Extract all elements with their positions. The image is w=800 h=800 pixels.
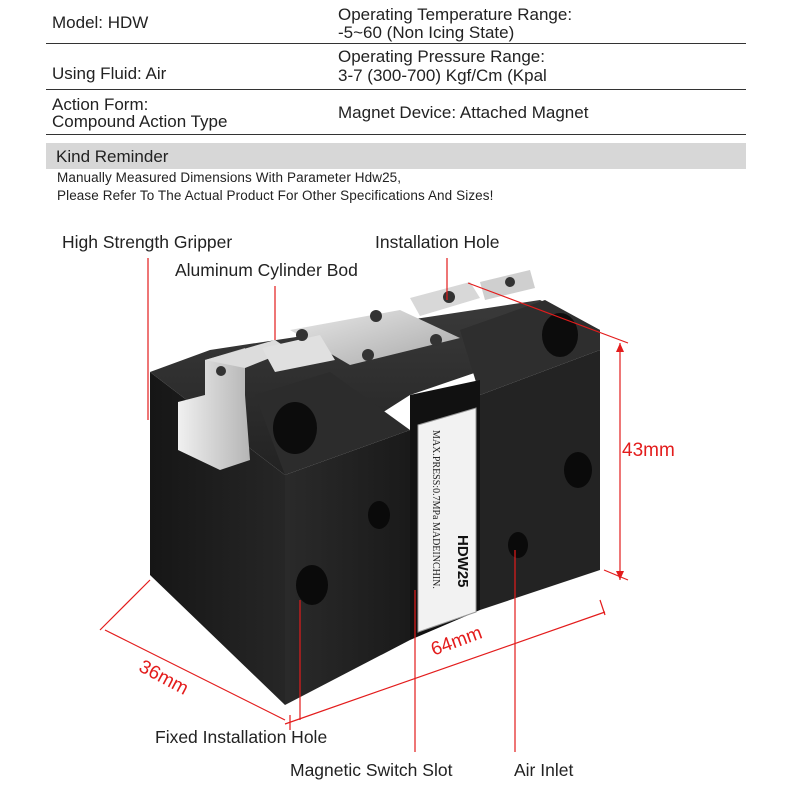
reminder-line-2: Please Refer To The Actual Product For O… — [57, 188, 494, 203]
reminder-bar: Kind Reminder — [46, 143, 746, 169]
fixed-installation-hole — [296, 565, 328, 605]
spec-table: Model: HDW Operating Temperature Range: … — [46, 0, 746, 135]
spec-row-2: Using Fluid: Air Operating Pressure Rang… — [46, 44, 746, 90]
body-left-face — [150, 372, 285, 705]
callout-fixed-hole: Fixed Installation Hole — [155, 727, 328, 747]
air-inlet-hole — [508, 532, 528, 558]
callout-body: Aluminum Cylinder Bod — [175, 260, 358, 280]
callout-air-inlet: Air Inlet — [514, 760, 574, 780]
reminder-line-1: Manually Measured Dimensions With Parame… — [57, 170, 402, 185]
center-top-plate — [290, 310, 460, 365]
spec-fluid: Using Fluid: Air — [52, 64, 167, 83]
callout-install-hole: Installation Hole — [375, 232, 500, 252]
body-front-left — [285, 430, 410, 705]
spec-row-3: Action Form: Compound Action Type Magnet… — [46, 90, 746, 135]
reminder-title: Kind Reminder — [56, 147, 169, 166]
threaded-hole-right — [564, 452, 592, 488]
gripper-illustration: HDW25 MAX.PRESS:0.7MPa MADEINCHIN. — [99, 258, 629, 752]
dimension-height: 43mm — [622, 440, 675, 461]
spec-temp-value: -5~60 (Non Icing State) — [338, 23, 515, 42]
bevel-hole-right — [542, 313, 578, 357]
spec-pressure-value: 3-7 (300-700) Kgf/Cm (Kpal — [338, 66, 547, 85]
spec-row-1: Model: HDW Operating Temperature Range: … — [46, 0, 746, 44]
threaded-hole-left — [368, 501, 390, 529]
callout-gripper: High Strength Gripper — [62, 232, 233, 252]
product-label-model: HDW25 — [454, 535, 471, 588]
spec-temp-label: Operating Temperature Range: — [338, 5, 573, 24]
product-label-text: MAX.PRESS:0.7MPa MADEINCHIN. — [430, 430, 441, 589]
bevel-hole-left — [273, 402, 317, 454]
product-label-plate — [417, 407, 477, 633]
spec-magnet: Magnet Device: Attached Magnet — [338, 103, 589, 122]
left-small-plate — [262, 335, 335, 372]
callout-switch-slot: Magnetic Switch Slot — [290, 760, 453, 780]
spec-action-value: Compound Action Type — [52, 112, 228, 131]
spec-action-label: Action Form: — [52, 95, 149, 114]
spec-model: Model: HDW — [52, 13, 149, 32]
left-jaw — [178, 348, 250, 470]
spec-pressure-label: Operating Pressure Range: — [338, 47, 545, 66]
